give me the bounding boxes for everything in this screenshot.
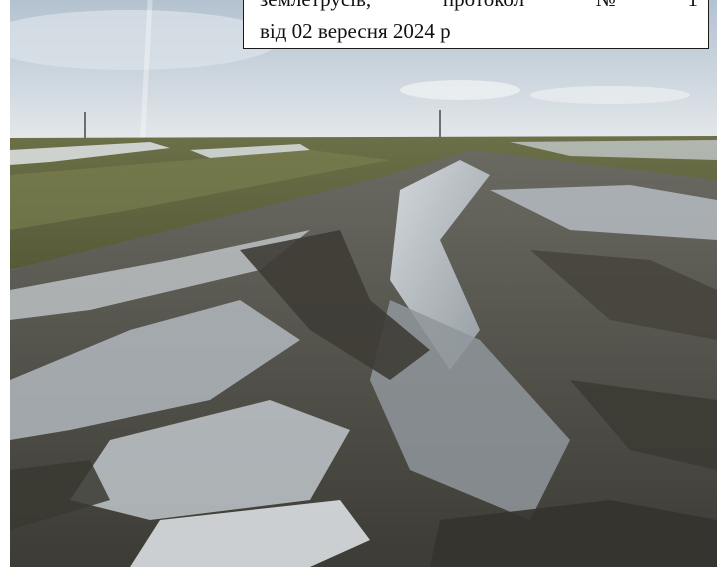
snow-patch xyxy=(510,140,717,160)
mud-ridge xyxy=(10,460,110,530)
water-puddle xyxy=(10,230,310,320)
cloud xyxy=(10,10,280,70)
landscape-photo xyxy=(10,0,717,567)
snow-patch xyxy=(190,144,310,158)
water-puddle xyxy=(70,400,350,520)
mud-ridge xyxy=(240,230,430,380)
water-puddle xyxy=(130,500,370,567)
caption-word: протокол xyxy=(443,0,524,10)
caption-line-2: від 02 вересня 2024 р xyxy=(260,19,451,43)
water-puddle xyxy=(490,185,717,240)
caption-word: землетрусів, xyxy=(260,0,371,10)
water-puddle xyxy=(10,300,300,440)
caption-box: землетрусів, протокол № 1 від 02 вересня… xyxy=(243,0,709,49)
mud-ridge xyxy=(430,500,717,567)
caption-word: 1 xyxy=(688,0,699,10)
cloud xyxy=(400,80,520,100)
caption-line-1: землетрусів, протокол № 1 xyxy=(260,0,698,10)
cloud xyxy=(530,86,690,104)
grass-light xyxy=(10,150,390,230)
snow-patch xyxy=(10,142,170,165)
photo-canvas xyxy=(10,0,717,567)
caption-word: № xyxy=(596,0,616,10)
mud-ridge xyxy=(570,380,717,470)
mud-ridge xyxy=(530,250,717,340)
